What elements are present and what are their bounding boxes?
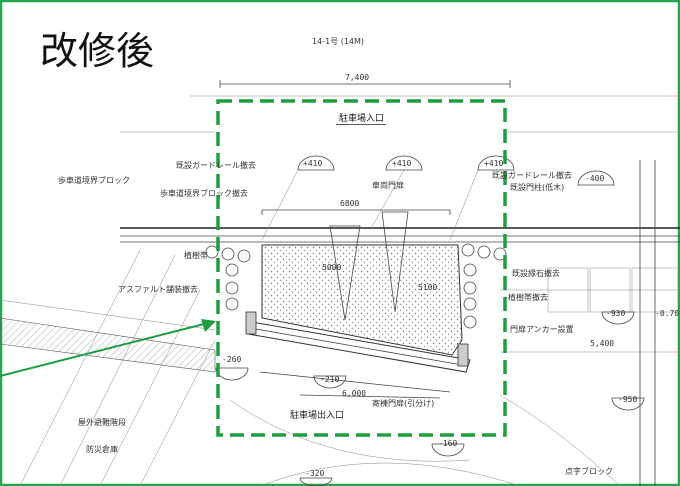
note-bottom: 門扉アンカー設置 <box>510 324 574 334</box>
background-linework <box>0 80 680 486</box>
note-right-4: 植樹帯撤去 <box>508 292 548 302</box>
focus-box <box>216 99 507 437</box>
level-9: -950 <box>618 395 637 404</box>
label-building-1: 屋外避難階段 <box>78 417 126 427</box>
level-3: +410 <box>484 159 503 168</box>
level-6: -210 <box>320 375 339 384</box>
level-2: +410 <box>392 159 411 168</box>
note-right-3: 既設縁石撤去 <box>512 268 560 278</box>
label-planting: 植樹帯 <box>184 250 208 260</box>
note-left-2: 歩車道境界ブロック撤去 <box>160 188 248 198</box>
label-building-2: 防災倉庫 <box>86 444 118 454</box>
level-8: -320 <box>305 469 324 478</box>
label-entrance: 駐車場入口 <box>339 112 384 124</box>
level-7: -160 <box>438 439 457 448</box>
label-exit: 駐車場出入口 <box>290 409 344 421</box>
label-gate: 車両門扉 <box>372 180 404 190</box>
dim-inner-width: 6800 <box>340 199 359 208</box>
driveway-area <box>261 244 463 356</box>
label-entrance-underline <box>336 124 386 125</box>
dim-right-span: 5,400 <box>590 339 614 348</box>
level-4: -400 <box>585 174 604 183</box>
level-10: -930 <box>606 309 625 318</box>
dim-left-height: 5000 <box>322 263 341 272</box>
label-lean-gate: 寄棟門扉(引分け) <box>372 398 434 408</box>
dim-bottom: 6,000 <box>342 389 366 398</box>
heading: 改修後 <box>40 29 154 73</box>
sheet-title: 14-1号 (14M) <box>312 37 364 46</box>
dim-top: 7,400 <box>345 73 369 82</box>
note-left-1: 既設ガードレール撤去 <box>176 160 256 170</box>
label-sidewalk-left: 歩車道境界ブロック <box>58 175 130 185</box>
label-braille-block: 点字ブロック <box>565 466 613 476</box>
level-5: -260 <box>222 355 241 364</box>
gate-post-right <box>457 343 469 367</box>
level-11: -0.70 <box>655 309 679 318</box>
callout-arrow <box>0 319 216 377</box>
note-right-1: 既設ガードレール撤去 <box>492 170 572 180</box>
note-right-2: 既設門柱(低木) <box>510 182 564 192</box>
gate-post-left <box>245 311 257 335</box>
note-left-3: アスファルト舗装撤去 <box>118 284 198 294</box>
level-1: +410 <box>303 159 322 168</box>
dim-right-height: 5100 <box>418 283 437 292</box>
